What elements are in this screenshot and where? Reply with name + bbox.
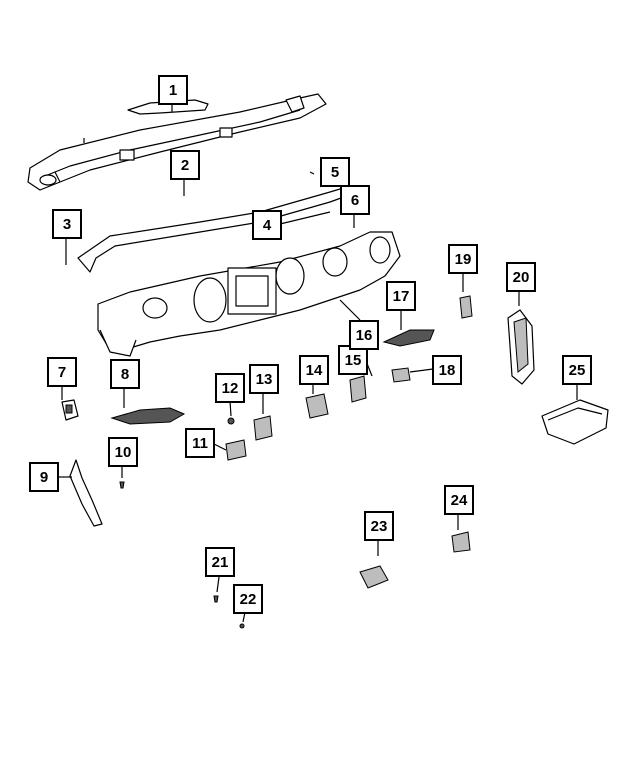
part-13-switch [253, 415, 273, 441]
callout-7: 7 [47, 357, 77, 387]
part-14-switch [305, 393, 329, 419]
part-23-module [359, 565, 389, 589]
callout-23: 23 [364, 511, 394, 541]
part-11-switch [225, 439, 247, 461]
callout-3: 3 [52, 209, 82, 239]
callout-18: 18 [432, 355, 462, 385]
callout-4: 4 [252, 210, 282, 240]
callout-5: 5 [320, 157, 350, 187]
part-15-switch [349, 375, 367, 403]
callout-6: 6 [340, 185, 370, 215]
callout-9: 9 [29, 462, 59, 492]
callout-12: 12 [215, 373, 245, 403]
callout-1: 1 [158, 75, 188, 105]
part-2-cowl-panel [27, 93, 327, 191]
callout-21: 21 [205, 547, 235, 577]
part-24-switch [451, 531, 471, 553]
callout-10: 10 [108, 437, 138, 467]
callout-24: 24 [444, 485, 474, 515]
part-25-control-module [541, 399, 609, 445]
part-9-end-trim [69, 459, 103, 527]
callout-14: 14 [299, 355, 329, 385]
callout-17: 17 [386, 281, 416, 311]
part-21-screw [213, 595, 219, 603]
part-22-screw [239, 623, 245, 629]
callout-22: 22 [233, 584, 263, 614]
part-1-defroster-bezel [127, 99, 209, 115]
callout-2: 2 [170, 150, 200, 180]
callout-13: 13 [249, 364, 279, 394]
part-18-switch [391, 367, 411, 383]
callout-16: 16 [349, 320, 379, 350]
callout-20: 20 [506, 262, 536, 292]
part-19-bracket [459, 295, 473, 319]
callout-8: 8 [110, 359, 140, 389]
part-7-bracket [61, 399, 79, 421]
part-20-side-trim [507, 309, 535, 385]
part-12-clip [227, 417, 235, 425]
part-10-screw [119, 481, 125, 489]
part-8-lower-panel [110, 407, 186, 425]
callout-19: 19 [448, 244, 478, 274]
callout-25: 25 [562, 355, 592, 385]
part-6-carrier [97, 231, 401, 357]
part-17-panel [382, 329, 435, 347]
callout-11: 11 [185, 428, 215, 458]
